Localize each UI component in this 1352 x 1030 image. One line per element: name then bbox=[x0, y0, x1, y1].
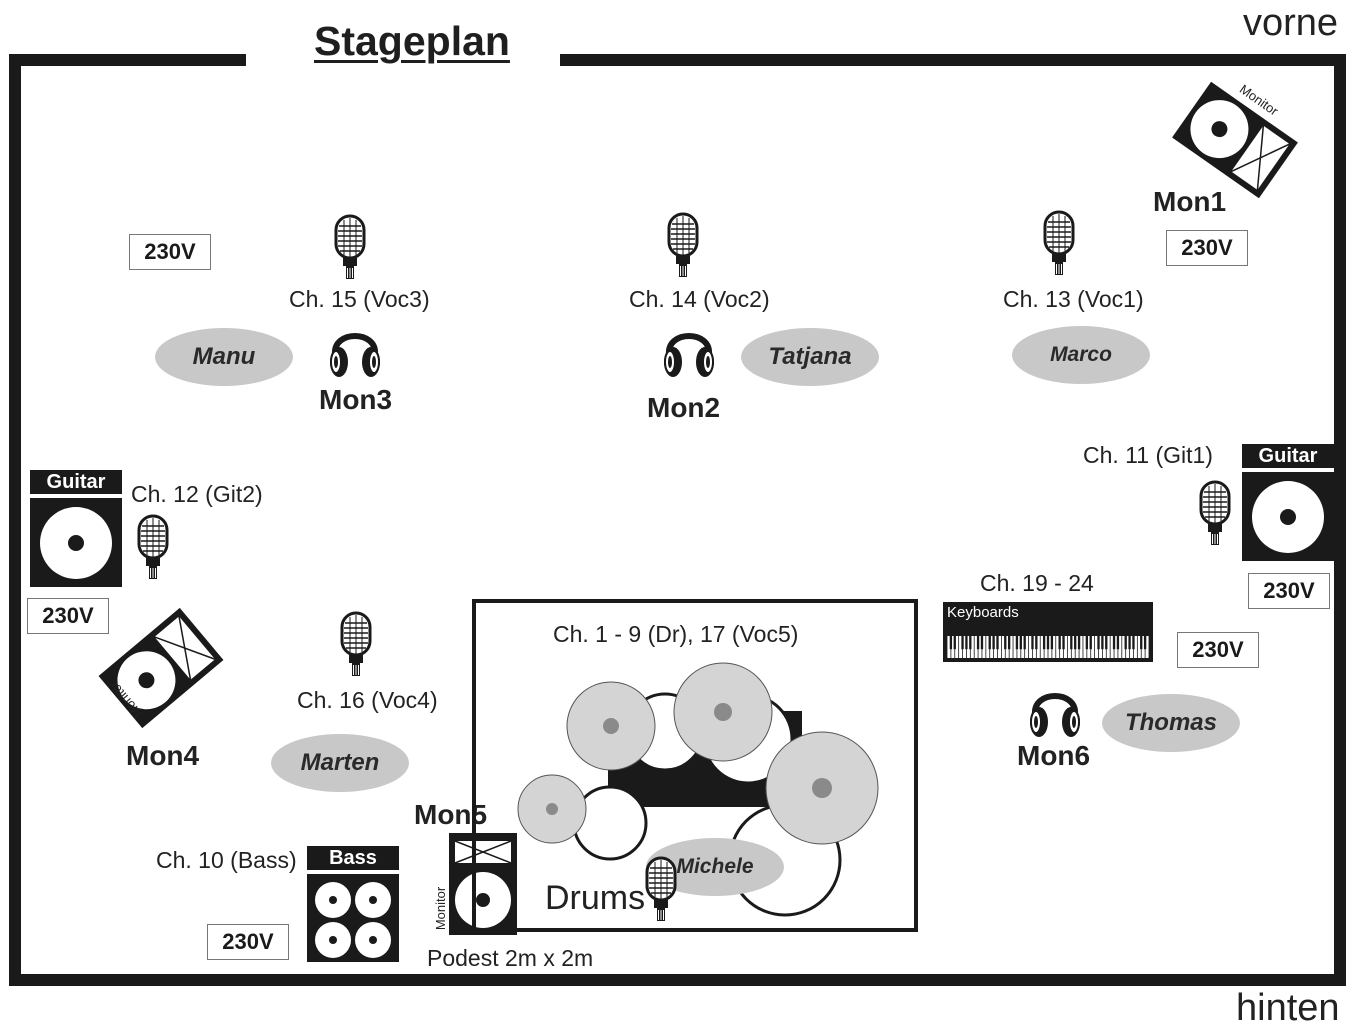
channel-label-git2: Ch. 12 (Git2) bbox=[131, 481, 263, 507]
monitor-label-mon2: Mon2 bbox=[647, 392, 721, 423]
back-label: hinten bbox=[1236, 987, 1340, 1029]
channel-label-voc2: Ch. 14 (Voc2) bbox=[629, 286, 770, 312]
monitor-label-mon1: Mon1 bbox=[1153, 186, 1227, 217]
keyboard-black-key bbox=[1050, 636, 1054, 650]
channel-label-drums: Ch. 1 - 9 (Dr), 17 (Voc5) bbox=[553, 621, 799, 647]
keyboard-black-key bbox=[1112, 636, 1116, 650]
channel-label-keys: Ch. 19 - 24 bbox=[980, 570, 1094, 596]
keyboard-black-key bbox=[1101, 636, 1104, 650]
channel-label-git1: Ch. 11 (Git1) bbox=[1083, 442, 1213, 468]
keyboard-black-key bbox=[1143, 636, 1147, 650]
keyboard-black-key bbox=[1074, 636, 1077, 650]
keyboard-black-key bbox=[1105, 636, 1108, 650]
keyboard-black-key bbox=[976, 636, 980, 650]
drum-kit-icon bbox=[517, 662, 879, 917]
guitar-amp-icon: Guitar bbox=[1242, 444, 1334, 561]
power-outlet: 230V bbox=[207, 924, 289, 960]
drum-riser bbox=[472, 599, 918, 932]
stage-frame-right bbox=[1334, 54, 1346, 986]
keyboard-black-key bbox=[1089, 636, 1092, 650]
keyboard-black-key bbox=[965, 636, 968, 650]
keyboard-black-key bbox=[1077, 636, 1081, 650]
musician-tatjana: Tatjana bbox=[741, 328, 879, 386]
bass-amp-cabinet bbox=[307, 874, 399, 962]
microphone-icon bbox=[133, 514, 173, 580]
keyboard-icon: Keyboards bbox=[943, 602, 1153, 662]
keyboard-black-key bbox=[949, 636, 953, 650]
keyboard-black-key bbox=[1046, 636, 1050, 650]
channel-label-voc4: Ch. 16 (Voc4) bbox=[297, 687, 438, 713]
keyboard-black-key bbox=[1042, 636, 1046, 650]
keyboard-black-key bbox=[1015, 636, 1019, 650]
power-outlet: 230V bbox=[1177, 632, 1259, 668]
guitar-amp-label: Guitar bbox=[30, 470, 122, 494]
keyboard-black-key bbox=[1058, 636, 1061, 650]
keyboard-black-key bbox=[1085, 636, 1089, 650]
power-outlet: 230V bbox=[1248, 573, 1330, 609]
keyboard-black-key bbox=[1004, 636, 1007, 650]
stage-frame-bottom bbox=[9, 974, 1346, 986]
keyboard-black-key bbox=[1128, 636, 1131, 650]
musician-marten: Marten bbox=[271, 734, 409, 792]
microphone-icon bbox=[641, 856, 681, 922]
channel-label-voc3: Ch. 15 (Voc3) bbox=[289, 286, 430, 312]
guitar-amp-icon: Guitar bbox=[30, 470, 122, 587]
riser-label: Podest 2m x 2m bbox=[427, 945, 594, 971]
keyboard-black-key bbox=[961, 636, 964, 650]
keyboard-black-key bbox=[1124, 636, 1127, 650]
page-title: Stageplan bbox=[314, 18, 510, 64]
keyboard-label: Keyboards bbox=[947, 604, 1019, 621]
microphone-icon bbox=[1195, 480, 1235, 546]
guitar-amp-cabinet bbox=[1242, 472, 1334, 561]
guitar-amp-cabinet bbox=[30, 498, 122, 587]
keyboard-black-key bbox=[1031, 636, 1034, 650]
keyboard-black-key bbox=[1019, 636, 1022, 650]
keyboard-black-key bbox=[1116, 636, 1120, 650]
monitor-label-mon3: Mon3 bbox=[319, 384, 393, 415]
monitor-wedge-icon: Monitor bbox=[1169, 79, 1300, 201]
front-label: vorne bbox=[1243, 2, 1339, 44]
microphone-icon bbox=[1039, 210, 1079, 276]
monitor-wedge-icon: Monitor bbox=[433, 833, 517, 935]
monitor-wedge-icon: Monitor bbox=[96, 605, 227, 731]
channel-label-bass: Ch. 10 (Bass) bbox=[156, 847, 297, 873]
microphone-icon bbox=[330, 214, 370, 280]
keyboard-black-key bbox=[1023, 636, 1026, 650]
keyboard-black-key bbox=[1070, 636, 1073, 650]
musician-manu: Manu bbox=[155, 328, 293, 386]
keyboard-black-key bbox=[969, 636, 972, 650]
power-outlet: 230V bbox=[1166, 230, 1248, 266]
monitor-wedge-text: Monitor bbox=[433, 886, 449, 931]
keyboard-black-key bbox=[1062, 636, 1065, 650]
bass-amp-icon: Bass bbox=[307, 846, 399, 962]
microphone-icon bbox=[336, 611, 376, 677]
headphones-icon bbox=[1027, 680, 1083, 740]
guitar-amp-label: Guitar bbox=[1242, 444, 1334, 468]
keyboard-black-key bbox=[953, 636, 956, 650]
stage-frame-top-left bbox=[9, 54, 246, 66]
drums-label: Drums bbox=[545, 879, 646, 917]
musician-thomas: Thomas bbox=[1102, 694, 1240, 752]
keyboard-black-key bbox=[980, 636, 984, 650]
keyboard-black-key bbox=[1007, 636, 1011, 650]
keyboard-black-key bbox=[992, 636, 995, 650]
monitor-label-mon6: Mon6 bbox=[1017, 740, 1091, 771]
monitor-label-mon4: Mon4 bbox=[126, 740, 200, 771]
channel-label-voc1: Ch. 13 (Voc1) bbox=[1003, 286, 1144, 312]
power-outlet: 230V bbox=[129, 234, 211, 270]
keyboard-black-key bbox=[988, 636, 991, 650]
stage-frame-left bbox=[9, 54, 21, 986]
keyboard-black-key bbox=[1140, 636, 1143, 650]
bass-amp-label: Bass bbox=[307, 846, 399, 870]
keyboard-black-key bbox=[1132, 636, 1135, 650]
keyboard-black-key bbox=[1035, 636, 1038, 650]
musician-marco: Marco bbox=[1012, 326, 1150, 384]
keyboard-black-key bbox=[996, 636, 999, 650]
keyboard-black-key bbox=[1097, 636, 1100, 650]
power-outlet: 230V bbox=[27, 598, 109, 634]
microphone-icon bbox=[663, 212, 703, 278]
stage-frame-top-right bbox=[560, 54, 1346, 66]
headphones-icon bbox=[327, 320, 383, 380]
headphones-icon bbox=[661, 320, 717, 380]
